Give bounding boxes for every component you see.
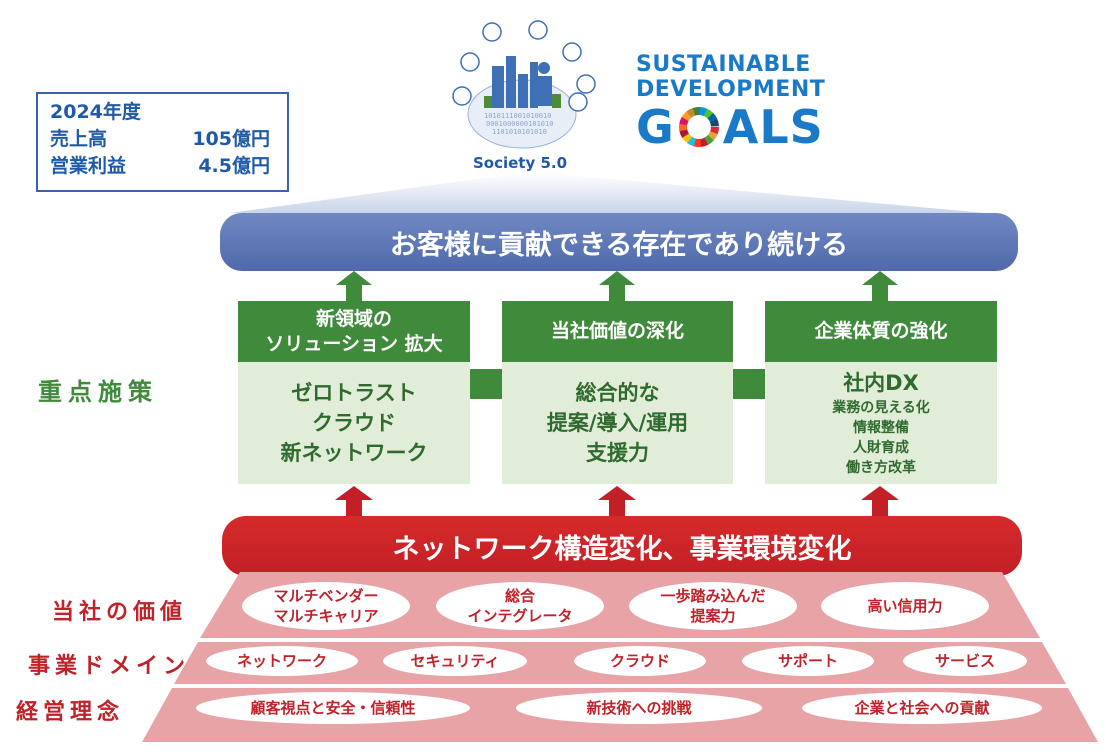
arrow-up-icon [598,486,636,516]
pillar-3-item: 業務の見える化 [832,398,930,418]
arrow-up-icon [335,486,373,516]
value-pill-text: 総合 [505,586,535,606]
pillar-1-item: クラウド [312,408,396,438]
value-pill-text: マルチベンダー [273,586,378,606]
pillar-1-head-line2: ソリューション 拡大 [265,332,442,357]
value-pill-text: 高い信用力 [867,596,942,616]
domain-pill: サービス [903,646,1027,676]
domain-pill: クラウド [574,646,706,676]
roof-triangle [0,0,1106,230]
value-pill: 高い信用力 [821,582,989,630]
value-pill-text: マルチキャリア [273,606,378,626]
pillar-connector [733,369,765,399]
domain-pill: ネットワーク [206,646,358,676]
pillar-2-item: 総合的な [576,378,660,408]
pillar-connector [470,369,502,399]
value-pill: マルチベンダー マルチキャリア [242,582,410,630]
value-pill: 総合 インテグレータ [436,582,604,630]
philosophy-pill: 新技術への挑戦 [516,692,762,724]
pillar-value-deepening-body: 総合的な 提案/導入/運用 支援力 [502,362,733,484]
pillar-1-item: 新ネットワーク [281,438,428,468]
value-pill-text: 提案力 [690,606,735,626]
pillar-2-item: 支援力 [586,438,649,468]
pillar-new-solutions-body: ゼロトラスト クラウド 新ネットワーク [238,362,470,484]
pillar-new-solutions-header: 新領域の ソリューション 拡大 [238,301,470,362]
value-pill-text: 一歩踏み込んだ [660,586,765,606]
pillar-3-item: 情報整備 [853,418,909,438]
pillar-1-head-line1: 新領域の [316,307,392,332]
value-pill-text: インテグレータ [467,606,572,626]
pillar-3-item: 人財育成 [853,438,909,458]
domain-pill: サポート [742,646,874,676]
key-measures-label: 重点施策 [38,372,158,407]
pillar-3-title: 社内DX [843,368,919,398]
pillar-3-item: 働き方改革 [846,458,916,478]
pillar-corporate-strength-header: 企業体質の強化 [765,301,997,362]
domains-label: 事業ドメイン [28,648,190,680]
pillar-2-item: 提案/導入/運用 [547,408,688,438]
philosophy-pill: 顧客視点と安全・信頼性 [196,692,470,724]
philosophy-label: 経営理念 [16,694,124,726]
philosophy-pill: 企業と社会への貢献 [802,692,1042,724]
pillar-value-deepening-header: 当社価値の深化 [502,301,733,362]
value-pill: 一歩踏み込んだ 提案力 [629,582,797,630]
arrow-up-icon [599,271,635,301]
arrow-up-icon [861,486,899,516]
change-banner: ネットワーク構造変化、事業環境変化 [222,516,1022,576]
arrow-up-icon [862,271,898,301]
pillar-1-item: ゼロトラスト [291,378,417,408]
arrow-up-icon [336,271,372,301]
values-label: 当社の価値 [52,594,187,626]
domain-pill: セキュリティ [383,646,527,676]
pillar-corporate-strength-body: 社内DX 業務の見える化 情報整備 人財育成 働き方改革 [765,362,997,484]
goal-banner: お客様に貢献できる存在であり続ける [220,213,1018,271]
